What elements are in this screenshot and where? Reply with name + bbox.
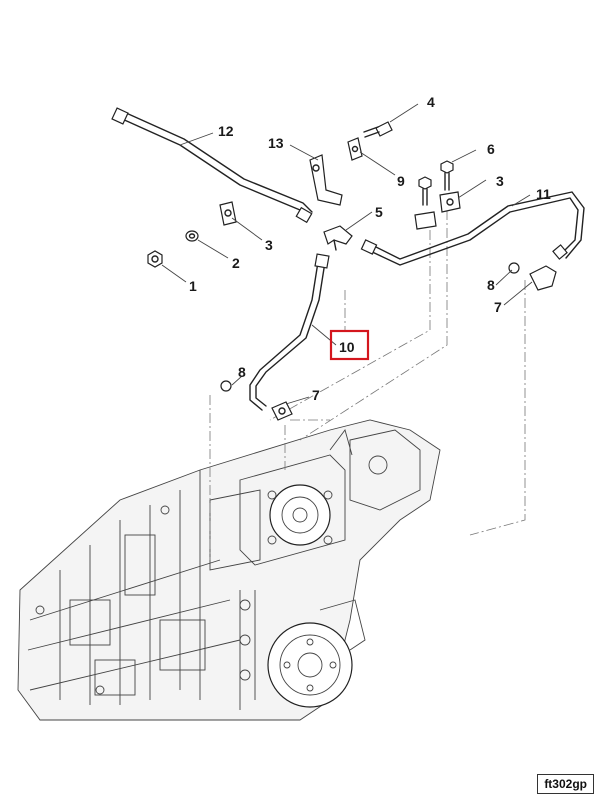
callout-11: 11 (536, 186, 551, 202)
elbow-part-7-right (529, 265, 557, 291)
callout-2: 2 (232, 255, 240, 271)
fitting-part-7-left (271, 401, 293, 421)
engine-block (17, 419, 441, 721)
bracket-part-13 (309, 154, 343, 206)
callout-3: 3 (265, 237, 273, 253)
bolt-part-6 (440, 160, 454, 191)
tube-part-11 (360, 191, 585, 266)
callout-10-highlight-box (329, 329, 370, 361)
tube-part-12 (111, 107, 313, 224)
callout-10: 10 (339, 339, 355, 355)
callout-7: 7 (494, 299, 502, 315)
leader-lines (161, 103, 533, 405)
clip-mid (414, 211, 437, 230)
callout-1: 1 (189, 278, 197, 294)
callout-6: 6 (487, 141, 495, 157)
nut-part-1 (147, 250, 163, 268)
figure-code-label: ft302gp (537, 774, 594, 794)
callout-4: 4 (427, 94, 435, 110)
callout-7: 7 (312, 387, 320, 403)
clip-part-3-left (219, 201, 237, 226)
callout-9: 9 (397, 173, 405, 189)
callout-5: 5 (375, 204, 383, 220)
washer-part-2 (185, 230, 199, 242)
callout-12: 12 (218, 123, 234, 139)
washer-part-8-left (220, 380, 232, 392)
bracket-part-9 (347, 137, 363, 161)
assembly-lines (209, 210, 526, 560)
callout-labels: 1 2 3 3 4 5 6 7 7 8 8 9 11 12 13 10 (189, 94, 551, 403)
bolt-mid (418, 176, 432, 206)
callout-8: 8 (238, 364, 246, 380)
tube-part-10 (249, 253, 330, 411)
tee-part-5 (323, 225, 353, 251)
bolt-part-4 (363, 121, 393, 138)
callout-8: 8 (487, 277, 495, 293)
callout-13: 13 (268, 135, 284, 151)
clip-part-3-right (439, 191, 461, 213)
callout-3: 3 (496, 173, 504, 189)
